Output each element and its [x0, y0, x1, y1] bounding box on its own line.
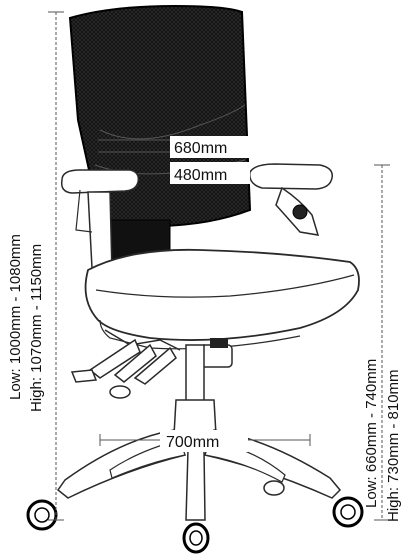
overall-height-high-label: High: 1070mm - 1150mm: [28, 244, 45, 412]
labels: 680mm 480mm 700mm Low: 1000mm - 1080mm H…: [7, 136, 402, 522]
gas-lift: [173, 344, 217, 436]
seat: [84, 248, 360, 350]
overall-height-low-label: Low: 1000mm - 1080mm: [7, 234, 24, 400]
mechanism-levers: [70, 329, 233, 385]
caster-left: [26, 499, 58, 531]
seat-width-label: 480mm: [174, 167, 227, 184]
caster-back-right: [263, 480, 285, 496]
backrest-height-label: 680mm: [174, 140, 227, 157]
caster-front: [182, 522, 210, 554]
armrest-knob: [292, 204, 308, 220]
seat-height-low-label: Low: 660mm - 740mm: [363, 359, 380, 508]
base-width-label: 700mm: [166, 434, 219, 451]
right-armrest: [249, 163, 333, 236]
caster-right: [332, 496, 364, 528]
caster-back-left: [109, 385, 131, 399]
seat-height-high-label: High: 730mm - 810mm: [385, 369, 402, 522]
